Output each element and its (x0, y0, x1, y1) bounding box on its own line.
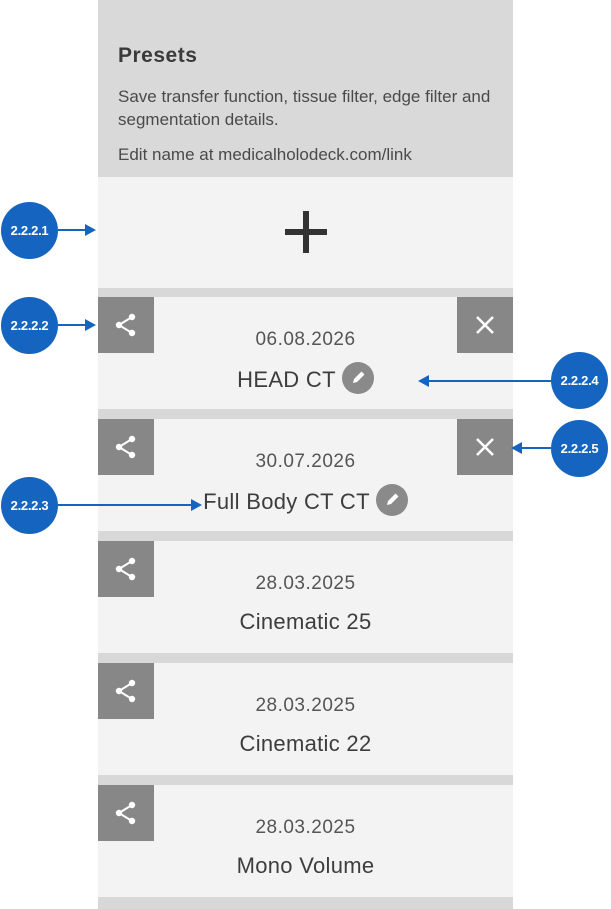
callout-share: 2.2.2.2 (1, 297, 58, 354)
preset-date: 28.03.2025 (255, 573, 356, 594)
preset-card[interactable]: 28.03.2025 Mono Volume (98, 785, 513, 897)
preset-date: 28.03.2025 (255, 817, 356, 838)
edit-name-button[interactable] (375, 484, 408, 516)
share-button[interactable] (98, 541, 154, 597)
share-button[interactable] (98, 663, 154, 719)
preset-name: Cinematic 25 (98, 609, 513, 635)
preset-name-label: Cinematic 22 (239, 731, 372, 756)
share-icon (115, 679, 136, 703)
preset-name: Mono Volume (98, 853, 513, 879)
share-button[interactable] (98, 419, 154, 475)
preset-date: 30.07.2026 (255, 451, 356, 472)
share-icon (115, 801, 136, 825)
preset-name: HEAD CT (98, 362, 513, 397)
callout-delete: 2.2.2.5 (551, 420, 608, 477)
preset-name-label: Mono Volume (236, 853, 375, 878)
share-button[interactable] (98, 785, 154, 841)
close-icon (476, 316, 494, 334)
pencil-icon (386, 493, 399, 505)
add-preset-button[interactable] (98, 177, 513, 288)
arrow-delete (511, 442, 551, 454)
preset-name: Full Body CT CT (98, 484, 513, 519)
arrow-name (58, 499, 202, 511)
preset-name-label: Cinematic 25 (239, 609, 372, 634)
presets-header: Presets Save transfer function, tissue f… (98, 0, 513, 176)
share-icon (115, 557, 136, 581)
edit-name-hint: Edit name at medicalholodeck.com/link (118, 145, 412, 164)
share-button[interactable] (98, 297, 154, 353)
pencil-icon (352, 371, 365, 383)
preset-name-label: HEAD CT (237, 366, 336, 392)
presets-panel: Presets Save transfer function, tissue f… (98, 0, 513, 909)
delete-button[interactable] (457, 297, 513, 353)
arrow-edit (418, 375, 551, 387)
delete-button[interactable] (457, 419, 513, 475)
preset-card[interactable]: 30.07.2026 Full Body CT CT (98, 419, 513, 531)
preset-date: 06.08.2026 (255, 329, 356, 350)
arrow-share (58, 319, 96, 331)
panel-title: Presets (118, 44, 198, 67)
callout-name: 2.2.2.3 (1, 477, 58, 534)
preset-card[interactable]: 28.03.2025 Cinematic 25 (98, 541, 513, 653)
preset-date: 28.03.2025 (255, 695, 356, 716)
panel-description: Save transfer function, tissue filter, e… (118, 87, 491, 129)
close-icon (476, 438, 494, 456)
callout-edit: 2.2.2.4 (551, 352, 608, 409)
callout-add: 2.2.2.1 (1, 202, 58, 259)
preset-card[interactable]: 06.08.2026 HEAD CT (98, 297, 513, 409)
arrow-add (58, 224, 96, 236)
share-icon (115, 435, 136, 459)
preset-card[interactable]: 28.03.2025 Cinematic 22 (98, 663, 513, 775)
share-icon (115, 313, 136, 337)
preset-name: Cinematic 22 (98, 731, 513, 757)
edit-name-button[interactable] (341, 362, 374, 394)
preset-name-label: Full Body CT CT (203, 488, 370, 514)
